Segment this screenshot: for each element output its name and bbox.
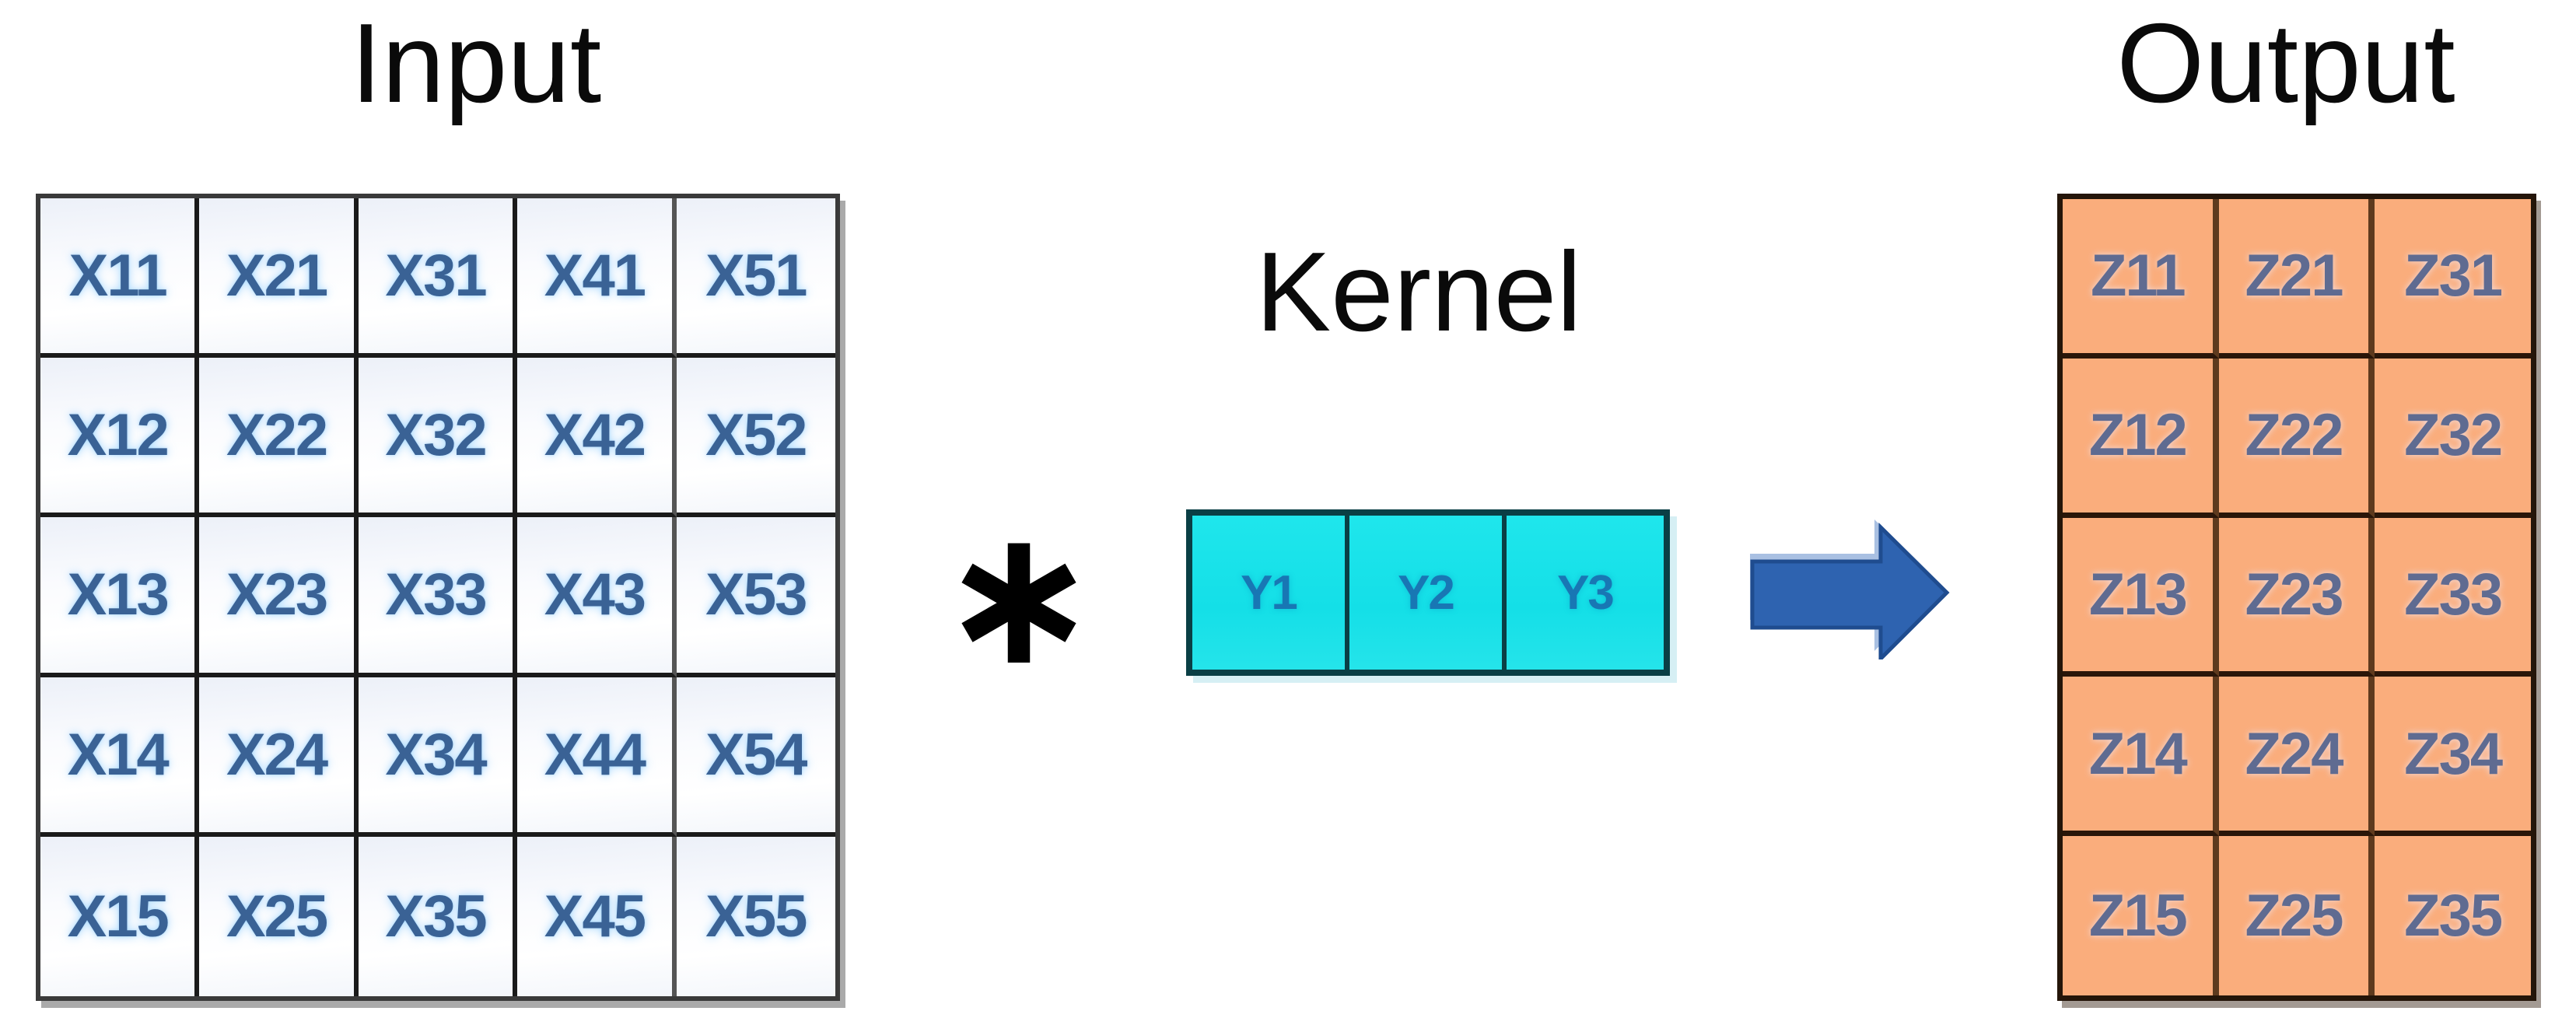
- input-cell: X41: [517, 198, 677, 359]
- input-cell: X51: [676, 198, 835, 359]
- input-cell: X42: [517, 358, 677, 518]
- input-cell: X21: [199, 198, 359, 359]
- output-cell: Z22: [2218, 358, 2375, 518]
- input-cell: X55: [676, 836, 835, 996]
- input-cell: X43: [517, 517, 677, 677]
- output-cell: Z12: [2063, 358, 2219, 518]
- output-cell: Z14: [2063, 677, 2219, 837]
- output-cell: Z35: [2375, 836, 2531, 995]
- input-cell: X54: [676, 677, 835, 837]
- kernel-cell: Y2: [1349, 516, 1507, 670]
- input-cell: X11: [40, 198, 200, 359]
- input-cell: X32: [358, 358, 518, 518]
- input-cell: X35: [358, 836, 518, 996]
- output-cell: Z24: [2218, 677, 2375, 837]
- right-arrow-shape: [1750, 523, 1950, 659]
- output-cell: Z23: [2218, 517, 2375, 677]
- input-cell: X15: [40, 836, 200, 996]
- input-cell: X52: [676, 358, 835, 518]
- input-cell: X45: [517, 836, 677, 996]
- input-title: Input: [350, 0, 602, 126]
- output-cell: Z21: [2218, 199, 2375, 359]
- output-title: Output: [2116, 0, 2455, 126]
- kernel-cell: Y1: [1192, 516, 1349, 670]
- output-cell: Z11: [2063, 199, 2219, 359]
- input-cell: X12: [40, 358, 200, 518]
- input-cell: X53: [676, 517, 835, 677]
- input-cell: X34: [358, 677, 518, 837]
- kernel-cell: Y3: [1507, 516, 1664, 670]
- input-cell: X14: [40, 677, 200, 837]
- kernel-title: Kernel: [1255, 229, 1582, 355]
- output-cell: Z25: [2218, 836, 2375, 995]
- output-cell: Z13: [2063, 517, 2219, 677]
- output-cell: Z34: [2375, 677, 2531, 837]
- input-cell: X31: [358, 198, 518, 359]
- input-cell: X24: [199, 677, 359, 837]
- input-cell: X44: [517, 677, 677, 837]
- input-cell: X23: [199, 517, 359, 677]
- output-cell: Z31: [2375, 199, 2531, 359]
- input-cell: X13: [40, 517, 200, 677]
- input-cell: X25: [199, 836, 359, 996]
- right-arrow-icon: [1750, 519, 1950, 659]
- input-cell: X22: [199, 358, 359, 518]
- output-cell: Z15: [2063, 836, 2219, 995]
- output-cell: Z33: [2375, 517, 2531, 677]
- input-cell: X33: [358, 517, 518, 677]
- output-cell: Z32: [2375, 358, 2531, 518]
